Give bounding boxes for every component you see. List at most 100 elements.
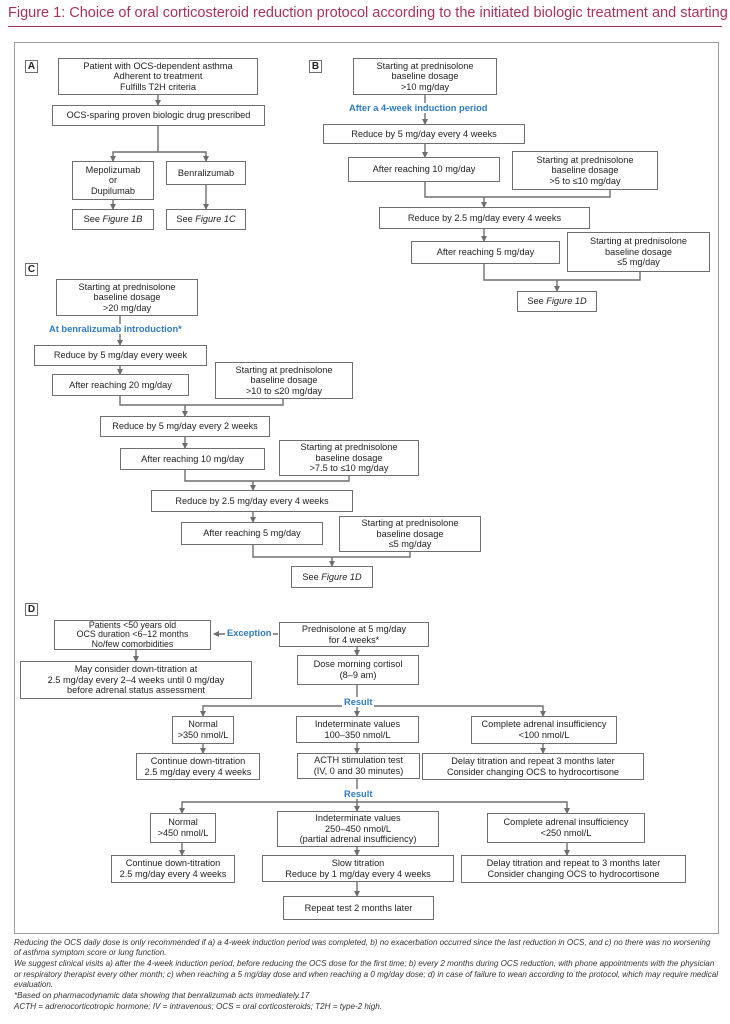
box-c-reduce-4-weeks: Reduce by 2.5 mg/day every 4 weeks [151,490,353,512]
box-c-after-10: After reaching 10 mg/day [120,448,265,470]
box-d-complete-1: Complete adrenal insufficiency<100 nmol/… [471,716,617,744]
text-line: Normal [188,719,218,730]
box-b-after-5: After reaching 5 mg/day [411,241,560,264]
text-see: See [527,296,547,307]
text-line: or [108,175,118,186]
text-line: Delay titration and repeat 3 months late… [451,755,615,766]
text-line: ≤5 mg/day [617,257,660,268]
section-label-a: A [25,60,38,73]
text-line: Starting at prednisolone [300,442,398,453]
text-line: Reduce by 1 mg/day every 4 weeks [285,868,431,879]
box-c-reduce-2-weeks: Reduce by 5 mg/day every 2 weeks [100,416,270,437]
text-line: Continue down-titration [125,858,221,869]
footnotes: Reducing the OCS daily dose is only reco… [14,938,719,1013]
text-line: Patients <50 years old [88,619,177,630]
box-c-see-figure-1d: See Figure 1D [291,566,373,588]
arrow-d-to-complete1 [357,705,546,717]
text-line: >20 mg/day [102,302,152,313]
text-line: before adrenal status assessment [67,685,205,696]
text-line: Continue down-titration [150,755,246,766]
box-d-cortisol: Dose morning cortisol(8–9 am) [297,655,419,685]
box-c-after-20: After reaching 20 mg/day [52,374,189,396]
text-see: See [176,214,196,225]
text-line: 2.5 mg/day every 4 weeks [144,766,252,777]
text-line: baseline dosage [250,375,318,386]
text-line: No/few comorbidities [91,638,174,649]
title-divider [8,26,722,27]
text-line: baseline dosage [391,71,459,82]
section-label-d: D [25,603,38,616]
text-line: >7.5 to ≤10 mg/day [309,463,389,474]
text-line: baseline dosage [93,292,161,303]
text-line: >10 mg/day [400,81,450,92]
text-line: Starting at prednisolone [376,60,474,71]
text-line: baseline dosage [315,452,383,463]
label-d-result-2: Result [342,789,375,799]
text-line: 100–350 nmol/L [324,729,391,740]
text-line: Fulfills T2H criteria [120,81,196,92]
text-line: baseline dosage [551,165,619,176]
figure-ref-1b: Figure 1B [102,214,143,225]
box-b-after-10: After reaching 10 mg/day [348,157,500,182]
figure-ref-1d: Figure 1D [321,571,362,582]
text-line: Mepolizumab [85,164,141,175]
arrow-a-to-benra [158,151,209,162]
text-line: <250 nmol/L [540,828,592,838]
label-d-exception: Exception [225,628,274,638]
box-d-complete-2: Complete adrenal insufficiency<250 nmol/… [487,813,645,843]
box-c-after-5: After reaching 5 mg/day [181,522,323,545]
arrow-d-to-normal1 [200,685,358,717]
box-a-see-figure-1b: See Figure 1B [72,209,154,230]
text-line: Complete adrenal insufficiency [481,719,607,730]
figure-ref-1d: Figure 1D [546,296,587,307]
arrow-a-to-mepo [110,126,159,162]
box-b-reduce-2-5: Reduce by 2.5 mg/day every 4 weeks [379,207,590,229]
box-a-drug: OCS-sparing proven biologic drug prescri… [52,105,265,126]
text-line: Starting at prednisolone [589,236,688,247]
text-line: Dose morning cortisol [313,659,403,670]
text-line: baseline dosage [376,528,444,539]
arrow-d-to-complete2 [357,801,570,814]
box-a-benralizumab: Benralizumab [166,161,246,185]
text-line: ≤5 mg/day [388,539,432,550]
line-c-merge2 [184,470,350,482]
box-b-reduce-5: Reduce by 5 mg/day every 4 weeks [323,124,525,144]
text-line: Delay titration and repeat to 3 months l… [486,858,661,869]
text-line: >350 nmol/L [177,730,229,740]
label-c-intro: At benralizumab introduction* [47,324,184,334]
text-line: Prednisolone at 5 mg/day [301,623,407,634]
text-line: Consider changing OCS to hydrocortisone [487,869,660,879]
section-label-c: C [25,263,38,276]
text-line: (IV, 0 and 30 minutes) [313,766,404,776]
text-line: baseline dosage [605,246,672,257]
footnote-conditions: Reducing the OCS daily dose is only reco… [14,938,711,958]
text-line: >450 nmol/L [157,828,209,838]
text-line: Starting at prednisolone [536,154,634,165]
text-see: See [83,214,103,225]
box-d-delay-1: Delay titration and repeat 3 months late… [422,753,644,780]
text-line: Patient with OCS-dependent asthma [83,60,233,71]
text-line: Indeterminate values [314,718,401,729]
text-line: 2.5 mg/day every 4 weeks [119,869,227,879]
label-d-result-1: Result [342,697,375,707]
text-line: Normal [168,817,198,828]
text-line: May consider down-titration at [74,664,198,675]
footnote-benralizumab: *Based on pharmacodynamic data showing t… [14,991,310,1001]
text-line: >10 to ≤20 mg/day [245,385,323,396]
line-c-merge1 [119,396,284,406]
arrow-d-to-normal2 [179,779,358,814]
text-line: >5 to ≤10 mg/day [549,175,621,186]
